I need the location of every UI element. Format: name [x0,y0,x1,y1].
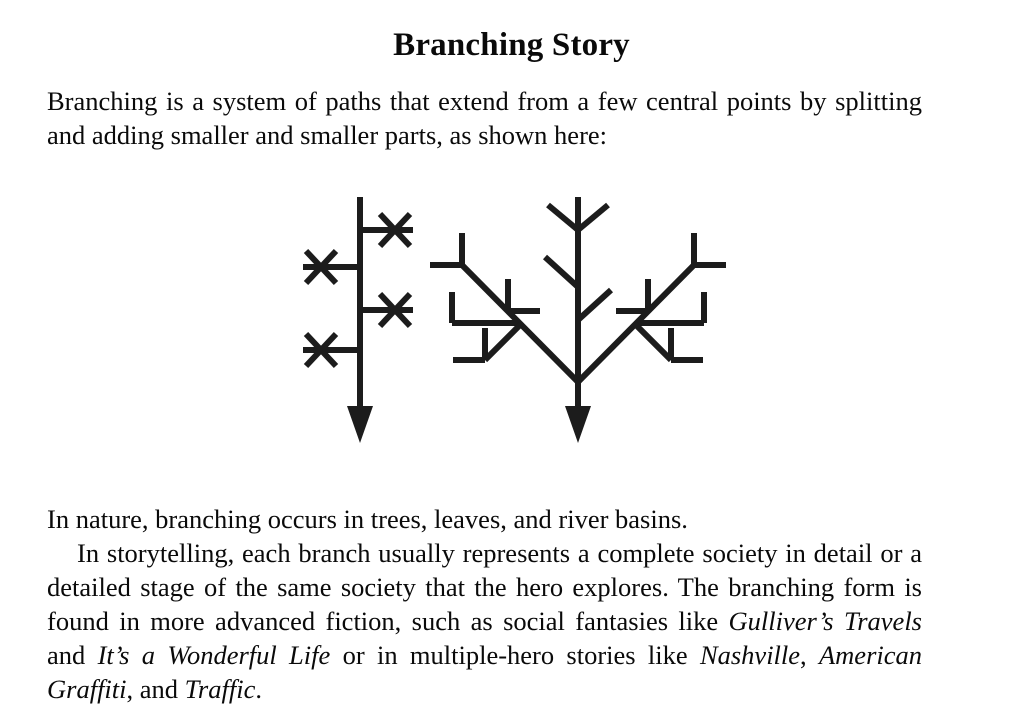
page-title: Branching Story [393,27,630,63]
storytelling-paragraph-text: In storytelling, each branch usually rep… [47,536,922,706]
book-title-gullivers-travels: Gulliver’s Travels [728,606,922,636]
story-text-mid3: , [800,640,819,670]
film-title-traffic: Traffic [184,674,256,704]
arrowhead-linear [347,406,373,443]
asterisk-node-1 [377,211,413,249]
storytelling-paragraph: In storytelling, each branch usually rep… [47,536,922,706]
nature-paragraph-text: In nature, branching occurs in trees, le… [47,504,688,534]
nature-paragraph: In nature, branching occurs in trees, le… [47,502,922,536]
film-title-american-graffiti: American Graffiti [47,640,923,704]
story-text-mid1: and [47,640,98,670]
story-text-mid4: , and [126,674,185,704]
film-title-its-a-wonderful-life: It’s a Wonderful Life [97,640,331,670]
intro-paragraph: Branching is a system of paths that exte… [47,84,922,152]
film-title-nashville: Nashville [699,640,801,670]
asterisk-node-4 [303,331,339,369]
asterisk-node-3 [377,291,413,329]
branching-figure [0,175,1023,465]
story-text-end: . [255,674,262,704]
asterisk-node-2 [303,248,339,286]
arrowhead-tree [565,406,591,443]
story-text-mid2: or in multiple-hero stories like [330,640,700,670]
tree-branching-diagram [430,197,726,443]
story-text-part1: In storytelling, each branch usually rep… [47,538,922,636]
linear-branching-diagram [303,197,413,443]
intro-paragraph-text: Branching is a system of paths that exte… [47,86,922,150]
